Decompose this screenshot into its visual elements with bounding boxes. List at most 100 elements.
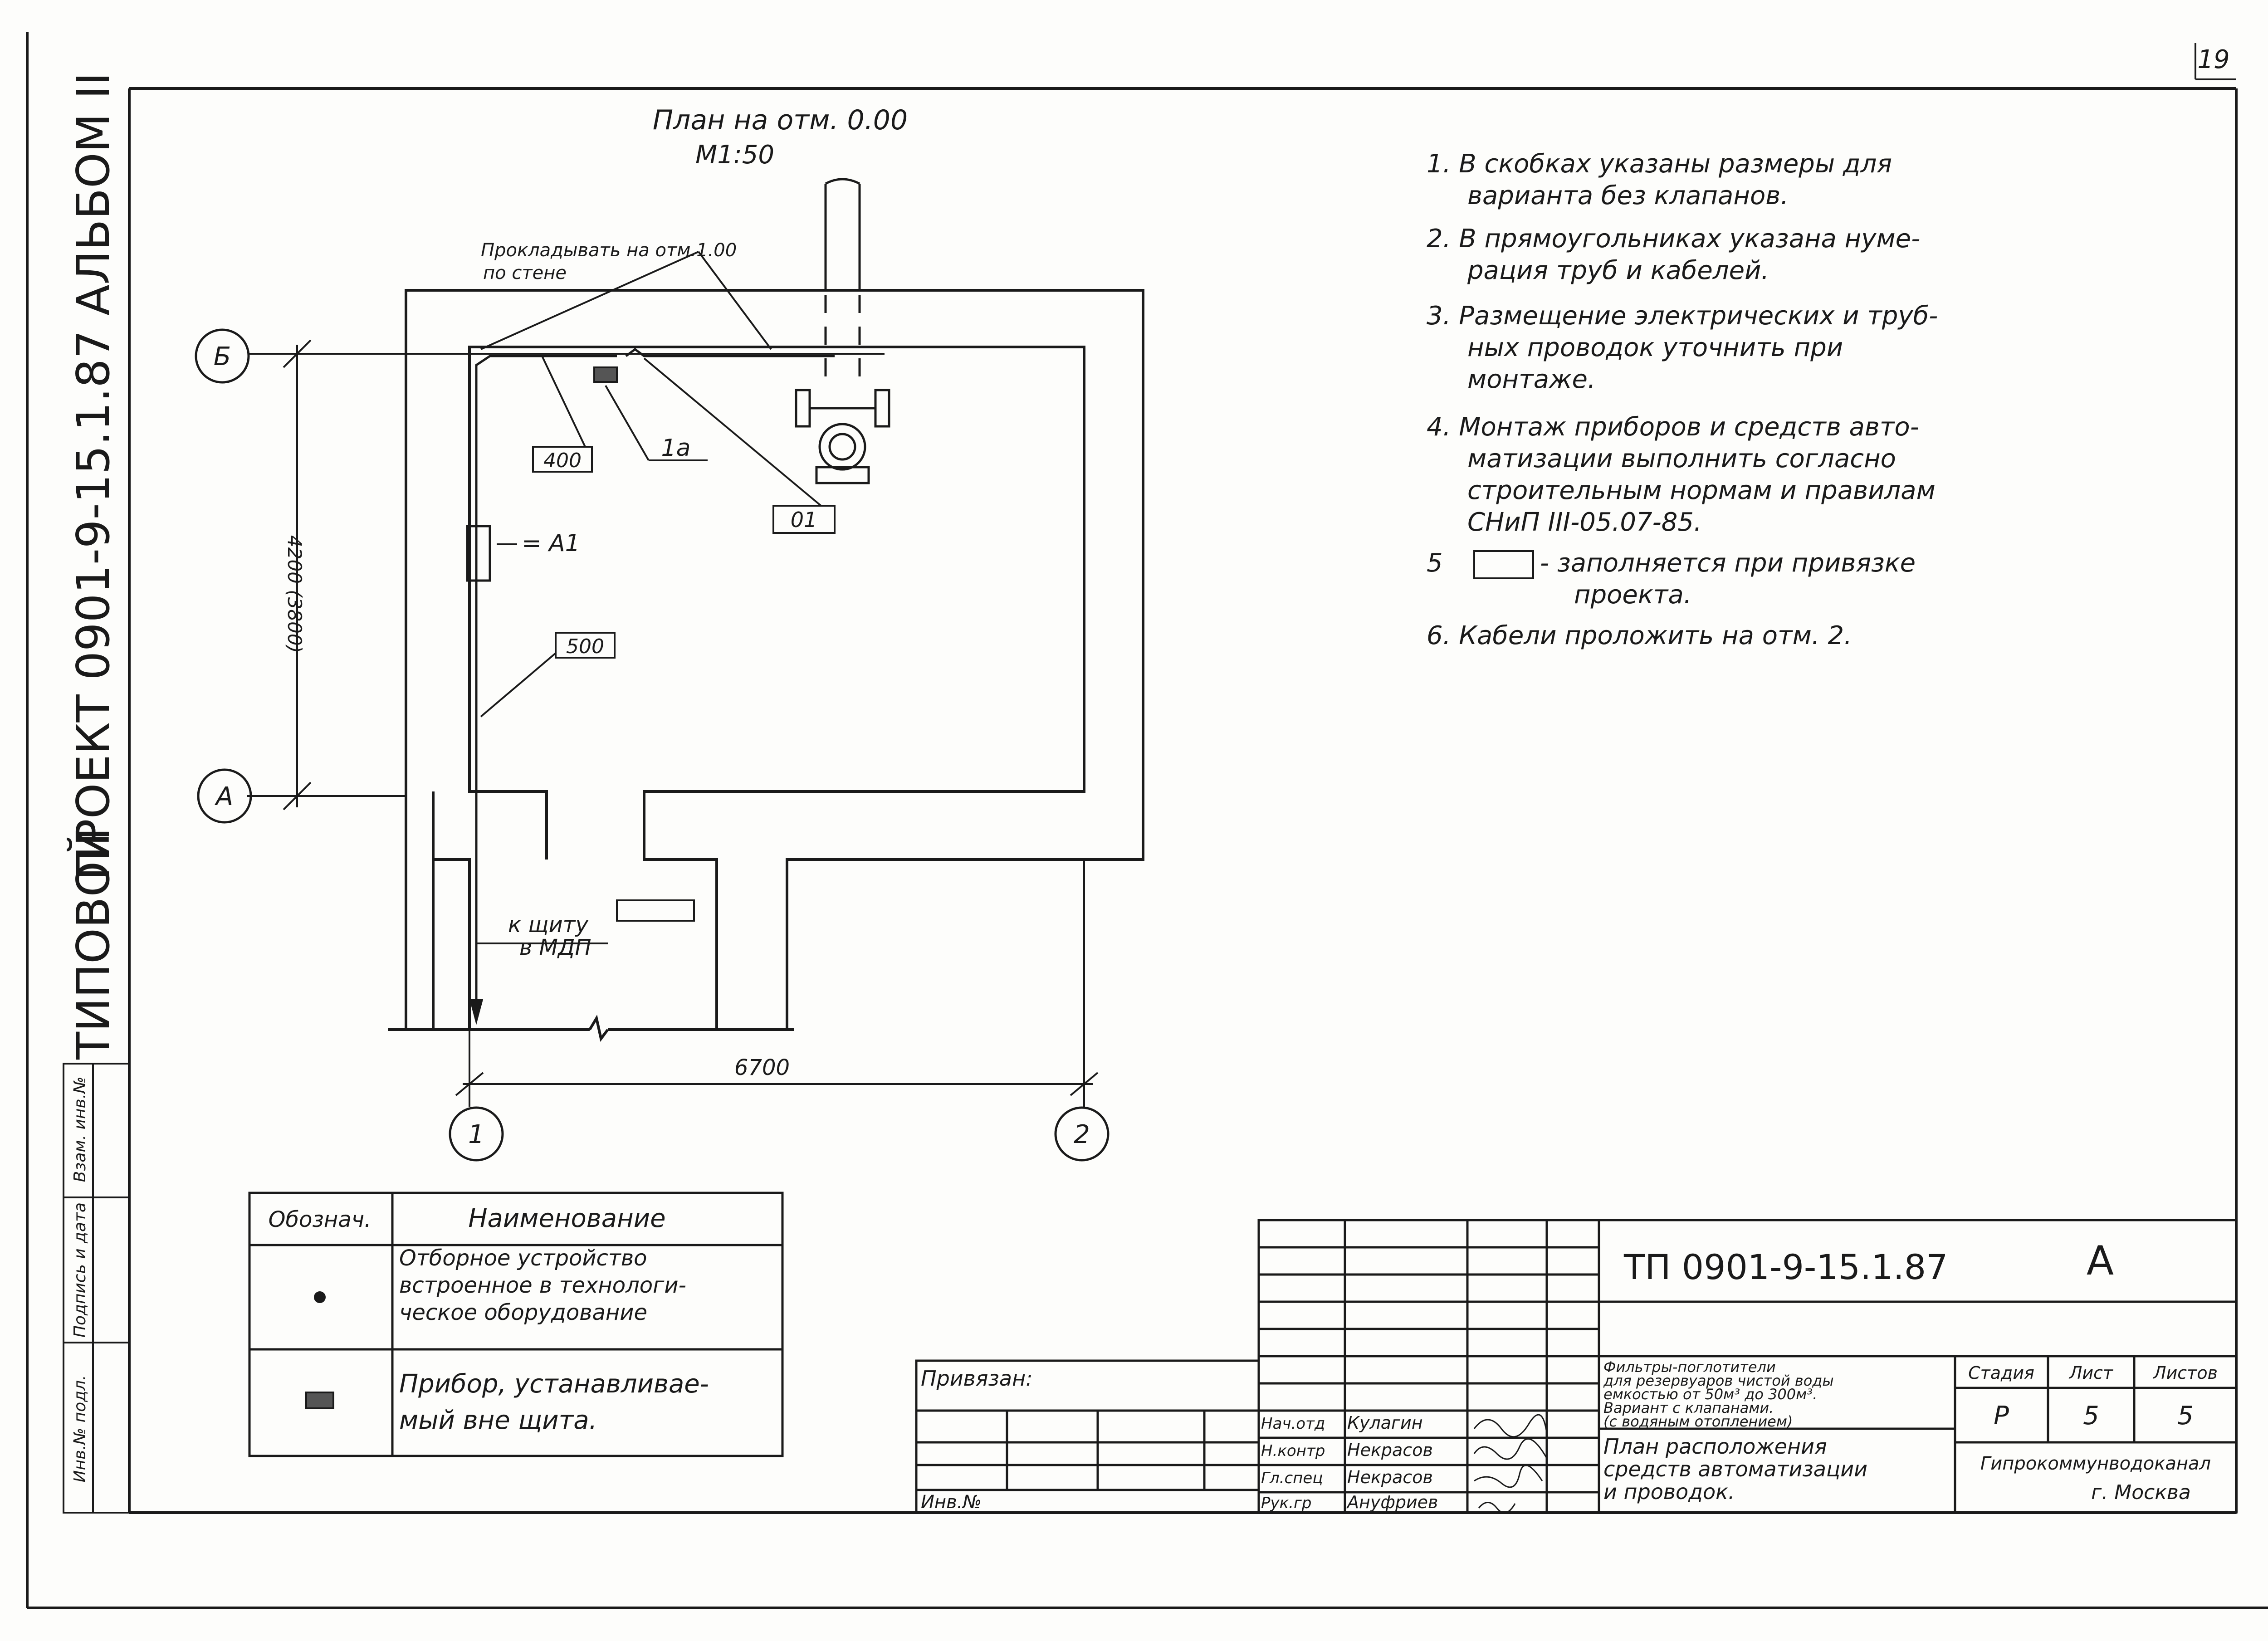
legend-sensor-symbol (314, 1291, 326, 1303)
note-4-line-3: строительным нормам и правилам (1467, 476, 1936, 505)
axis-2-label: 2 (1074, 1120, 1090, 1149)
title-sheet-line3: и проводок. (1603, 1480, 1735, 1504)
role-4: Рук.гр (1261, 1494, 1311, 1512)
title-code: ТП 0901-9-15.1.87 (1623, 1247, 1948, 1287)
name-1: Кулагин (1347, 1413, 1423, 1433)
title-sheet: 5 (2083, 1401, 2099, 1431)
to-panel-line2: в МДП (519, 935, 591, 960)
height-dimension-label: 4200 (3800) (284, 535, 306, 653)
legend-row2-line1: Прибор, устанавливае- (399, 1369, 709, 1399)
note-5-line-2: - заполняется при привязке (1540, 548, 1916, 578)
legend-col2: Наименование (468, 1204, 665, 1233)
note-4-line-1: 4. Монтаж приборов и средств авто- (1427, 412, 1919, 442)
tag-a1: = А1 (522, 530, 580, 557)
title-desc-line3: емкостью от 50м³ до 300м³. (1603, 1386, 1817, 1403)
title-org-line2: г. Москва (2091, 1481, 2191, 1504)
height-dimension (283, 339, 312, 811)
tag-1a: 1а (661, 435, 691, 462)
note-3-line-1: 3. Размещение электрических и труб- (1427, 301, 1938, 331)
axis-a-bubble (197, 768, 252, 824)
instrument-a1 (466, 525, 491, 582)
note-3-line-2: ных проводок уточнить при (1467, 333, 1843, 362)
role-3: Гл.спец (1261, 1469, 1323, 1487)
title-desc-line1: Фильтры-поглотители (1603, 1358, 1776, 1376)
tag-400: 400 (532, 446, 593, 473)
title-stage: Р (1994, 1401, 2009, 1431)
axis-1-label: 1 (468, 1120, 484, 1149)
title-stage-label: Стадия (1968, 1363, 2034, 1383)
name-4: Ануфриев (1346, 1492, 1438, 1512)
tag-01: 01 (772, 505, 836, 534)
plan-title: План на отм. 0.00 (653, 104, 908, 136)
title-desc-line5: (с водяным отоплением) (1603, 1413, 1793, 1430)
title-desc-line4: Вариант с клапанами. (1603, 1399, 1774, 1416)
title-org-line1: Гипрокоммунводоканал (1980, 1453, 2211, 1474)
note-4-line-4: СНиП III-05.07-85. (1467, 508, 1702, 537)
note-2-line-1: 2. В прямоугольниках указана нуме- (1427, 224, 1920, 254)
note-3-line-3: монтаже. (1467, 365, 1596, 394)
role-1: Нач.отд (1261, 1415, 1325, 1433)
equipment-pump (795, 389, 890, 484)
svg-text:01: 01 (791, 508, 817, 532)
leader-lines (476, 251, 822, 944)
wall-note-line1: Прокладывать на отм.1.00 (481, 240, 737, 261)
sheet-frame (26, 32, 2268, 1609)
sheet-number: 19 (2197, 45, 2229, 74)
side-title-project: ПРОЕКТ 0901-9-15.1.87 АЛЬБОМ II (67, 72, 120, 880)
note-1-line-2: варианта без клапанов. (1467, 181, 1789, 210)
title-sheet-line1: План расположения (1603, 1434, 1827, 1459)
wall-note-line2: по стене (483, 263, 567, 283)
title-desc-line2: для резервуаров чистой воды (1603, 1372, 1834, 1389)
axis-2-bubble (1054, 1106, 1110, 1162)
note-2-line-2: рация труб и кабелей. (1467, 256, 1769, 285)
name-3: Некрасов (1347, 1467, 1433, 1487)
notes-block: 1. В скобках указаны размеры дляварианта… (1427, 149, 1938, 650)
svg-text:400: 400 (543, 449, 582, 472)
title-sheets: 5 (2177, 1401, 2194, 1431)
title-format: А (2087, 1237, 2114, 1284)
note-4-line-2: матизации выполнить согласно (1467, 444, 1896, 474)
legend-row1-line3: ческое оборудование (399, 1300, 647, 1325)
legend-row2-line2: мый вне щита. (399, 1406, 597, 1435)
left-stamp (63, 1063, 130, 1514)
note-6-line-1: 6. Кабели проложить на отм. 2. (1427, 621, 1852, 650)
width-dimension-label: 6700 (734, 1055, 790, 1080)
side-title-typical: ТИПОВОЙ (67, 827, 120, 1060)
to-panel-line1: к щиту (508, 912, 589, 938)
legend-col1: Обознач. (269, 1207, 371, 1232)
svg-text:500: 500 (566, 635, 604, 658)
legend-table (248, 1192, 784, 1457)
title-sheet-label: Лист (2068, 1363, 2114, 1383)
instrument-1a (593, 366, 618, 383)
cable-route (469, 347, 835, 1025)
axis-1-bubble (449, 1106, 504, 1162)
to-panel-blank-box (616, 899, 695, 922)
role-2: Н.контр (1261, 1442, 1325, 1460)
axis-a-label: А (215, 782, 233, 811)
room-walls (388, 289, 1144, 1042)
title-block (915, 1219, 2238, 1514)
legend-row1-line2: встроенное в технологи- (399, 1273, 686, 1298)
axis-b-label: Б (214, 342, 231, 371)
axis-1-2-lines (455, 860, 1099, 1107)
plan-scale: М1:50 (695, 140, 774, 170)
title-sheet-line2: средств автоматизации (1603, 1457, 1867, 1481)
note-1-line-1: 1. В скобках указаны размеры для (1427, 149, 1892, 179)
stamp-inv-podl: Инв.№ подл. (71, 1375, 89, 1483)
note-5-line-3: проекта. (1574, 580, 1691, 610)
tag-500: 500 (555, 632, 616, 659)
legend-instrument-symbol (305, 1392, 334, 1409)
legend-row1-line1: Отборное устройство (399, 1245, 647, 1271)
stamp-vzam: Взам. инв.№ (71, 1077, 89, 1182)
name-2: Некрасов (1347, 1440, 1433, 1460)
note-5-line-1: 5 (1427, 548, 1443, 578)
title-inv: Инв.№ (921, 1492, 982, 1513)
title-sheets-label: Листов (2152, 1363, 2218, 1383)
stamp-podpis: Подпись и дата (71, 1202, 89, 1338)
title-privyazan: Привязан: (921, 1366, 1033, 1391)
ventilation-shaft (824, 178, 861, 390)
signatures (1473, 1414, 1548, 1514)
sheet-number-box (2195, 43, 2236, 80)
